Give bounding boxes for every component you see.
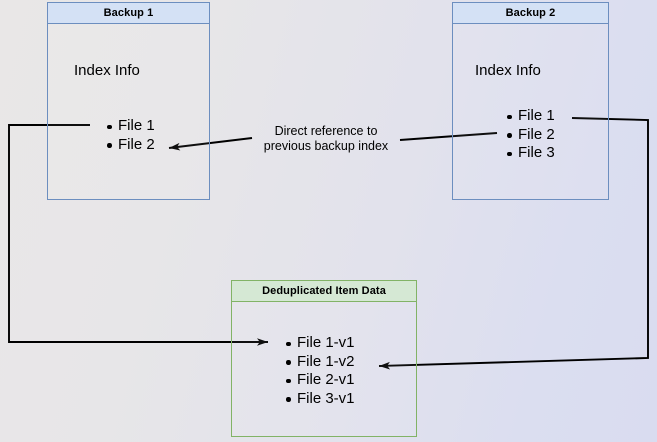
list-item[interactable]: File 1-v1 bbox=[286, 334, 355, 351]
backup-2-body: Index Info File 1 File 2 File 3 bbox=[453, 24, 608, 199]
backup-2-title: Backup 2 bbox=[453, 3, 608, 24]
deduplicated-item-data-body: File 1-v1 File 1-v2 File 2-v1 File 3-v1 bbox=[232, 302, 416, 436]
backup-2-index-info: Index Info bbox=[475, 62, 541, 79]
list-item[interactable]: File 1 bbox=[507, 107, 555, 124]
backup-2-box[interactable]: Backup 2 Index Info File 1 File 2 File 3 bbox=[452, 2, 609, 200]
deduplicated-item-data-box[interactable]: Deduplicated Item Data File 1-v1 File 1-… bbox=[231, 280, 417, 437]
list-item[interactable]: File 2-v1 bbox=[286, 371, 355, 388]
backup-1-index-info: Index Info bbox=[74, 62, 140, 79]
backup-1-body: Index Info File 1 File 2 bbox=[48, 24, 209, 199]
list-item[interactable]: File 1-v2 bbox=[286, 352, 355, 370]
deduplicated-item-data-title: Deduplicated Item Data bbox=[232, 281, 416, 302]
list-item[interactable]: File 3 bbox=[507, 144, 555, 161]
backup-1-file-list: File 1 File 2 bbox=[101, 117, 155, 154]
list-item[interactable]: File 1 bbox=[107, 117, 155, 134]
list-item[interactable]: File 2 bbox=[507, 125, 555, 143]
list-item[interactable]: File 3-v1 bbox=[286, 389, 355, 407]
direct-reference-line-1: Direct reference to bbox=[274, 124, 378, 138]
deduplicated-file-list: File 1-v1 File 1-v2 File 2-v1 File 3-v1 bbox=[280, 334, 355, 408]
backup-1-box[interactable]: Backup 1 Index Info File 1 File 2 bbox=[47, 2, 210, 200]
list-item[interactable]: File 2 bbox=[107, 135, 155, 153]
backup-1-title: Backup 1 bbox=[48, 3, 209, 24]
direct-reference-line-2: previous backup index bbox=[263, 139, 389, 153]
backup-2-file-list: File 1 File 2 File 3 bbox=[501, 107, 555, 163]
direct-reference-annotation: Direct reference to previous backup inde… bbox=[248, 124, 404, 154]
